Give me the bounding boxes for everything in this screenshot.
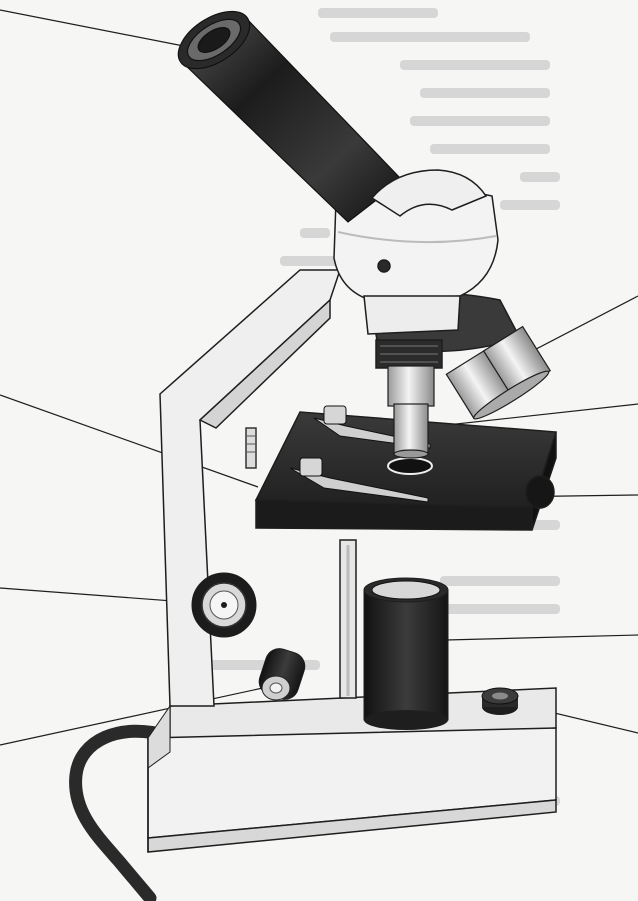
light-switch	[482, 688, 518, 715]
lamp-housing	[364, 578, 448, 730]
leader-line-eyepiece	[0, 10, 204, 50]
fine-focus-knob	[192, 573, 256, 637]
coarse-focus-knob	[256, 645, 309, 703]
objective-lens-main	[388, 366, 434, 458]
leader-line-lamp	[446, 635, 638, 640]
